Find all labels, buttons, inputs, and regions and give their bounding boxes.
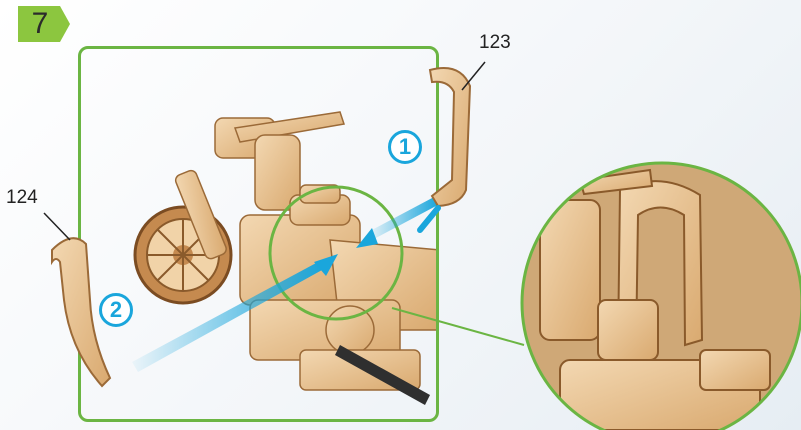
leader-124 <box>44 213 70 240</box>
callout-1: 1 <box>388 130 422 164</box>
part-label-124: 124 <box>6 187 38 209</box>
callout-2: 2 <box>99 293 133 327</box>
part-label-123: 123 <box>479 32 511 54</box>
leader-123 <box>462 62 485 90</box>
